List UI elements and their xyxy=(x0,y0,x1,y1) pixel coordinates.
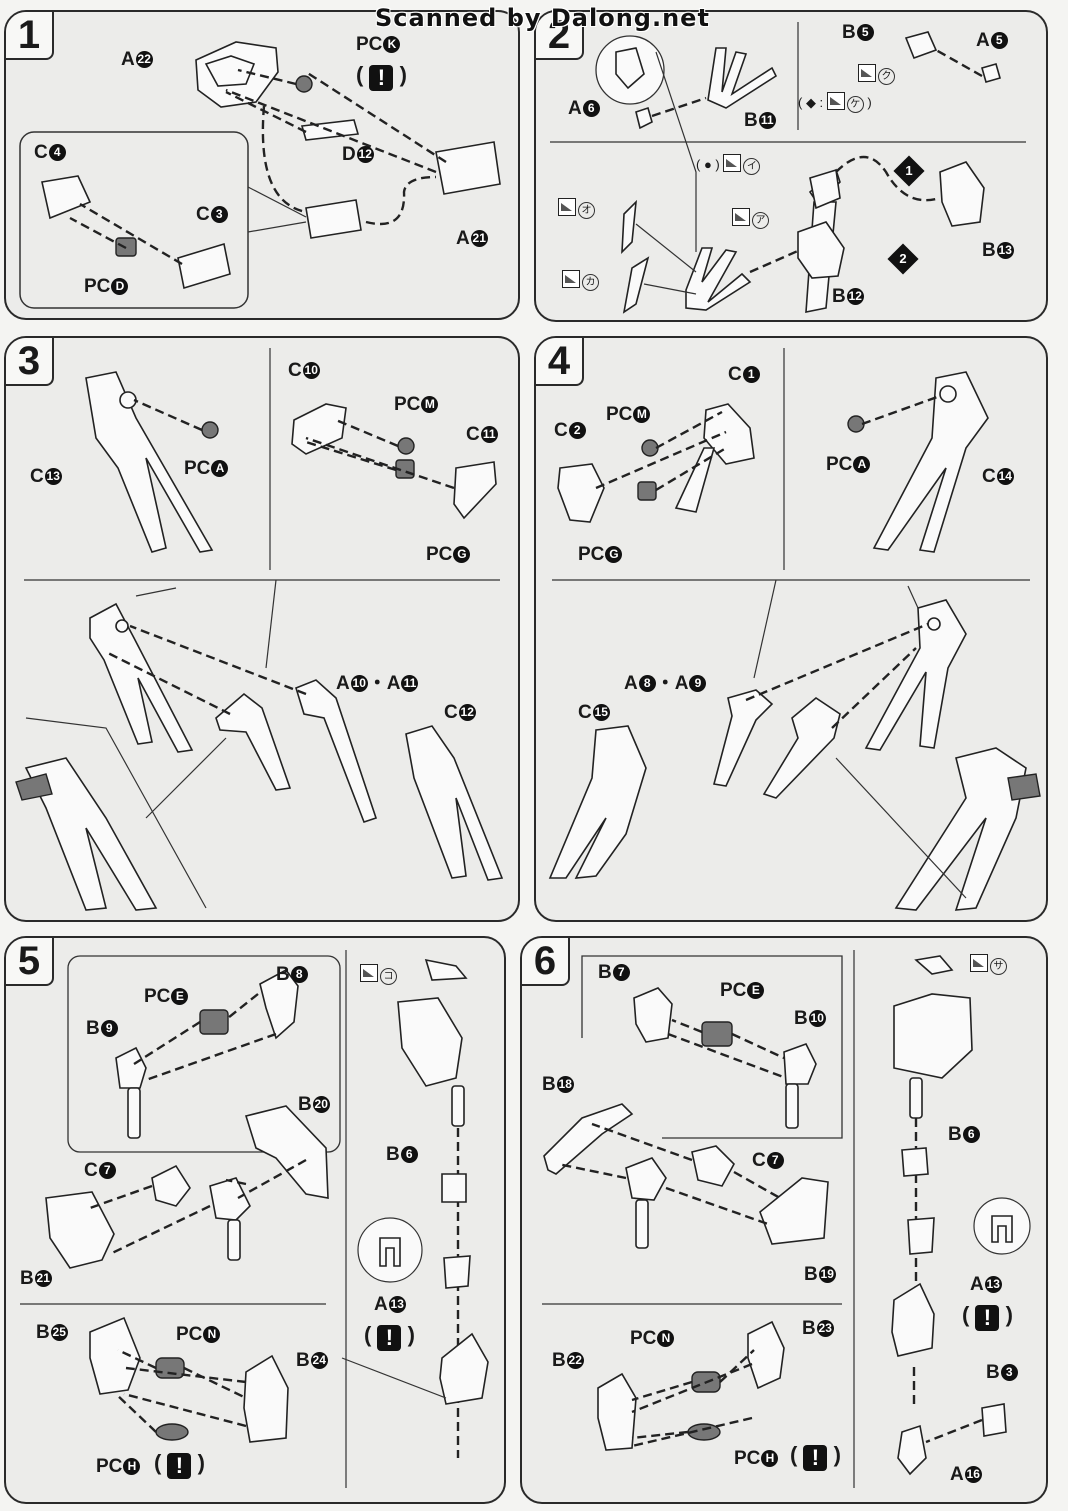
caution-notice: ( ! ) xyxy=(790,1442,841,1471)
caution-notice: ( ! ) xyxy=(364,1322,415,1351)
caution-notice: ( ! ) xyxy=(154,1450,205,1479)
caution-icon: ! xyxy=(377,1325,402,1351)
decal-ka-tag: カ xyxy=(562,270,599,291)
scanner-watermark: Scanned by Dalong.net xyxy=(375,4,710,32)
order-badge-2: 2 xyxy=(887,243,919,275)
step-number: 3 xyxy=(6,338,54,386)
step-number: 2 xyxy=(536,12,584,60)
caution-icon: ! xyxy=(369,65,394,91)
step-5-diagram xyxy=(20,950,489,1488)
caution-notice: ( ! ) xyxy=(356,62,407,91)
step-number: 6 xyxy=(522,938,570,986)
step-number: 4 xyxy=(536,338,584,386)
decal-ku-tag: ク xyxy=(858,64,895,85)
decal-ko-tag: コ xyxy=(360,964,397,985)
step-6-panel: 6 xyxy=(520,936,1048,1504)
decal-sa-tag: サ xyxy=(970,954,1007,975)
step-6-diagram xyxy=(542,950,1031,1488)
caution-icon: ! xyxy=(975,1305,1000,1331)
step-4-diagram xyxy=(548,348,1041,911)
step-1-diagram xyxy=(19,41,501,309)
decal-i-tag: ( ● ) イ xyxy=(696,154,761,175)
step-3-diagram xyxy=(15,348,504,911)
step-number: 5 xyxy=(6,938,54,986)
decal-a-tag: ア xyxy=(732,208,769,229)
step-5-panel: 5 xyxy=(4,936,506,1504)
caution-notice: ( ! ) xyxy=(962,1302,1013,1331)
step-number: 1 xyxy=(6,12,54,60)
decal-ke-tag: ( ◆ : ケ ) xyxy=(798,92,872,113)
caution-icon: ! xyxy=(803,1445,828,1471)
decal-o-tag: オ xyxy=(558,198,595,219)
order-badge-1: 1 xyxy=(893,155,925,187)
caution-icon: ! xyxy=(167,1453,192,1479)
step-2-diagram xyxy=(550,22,1026,314)
